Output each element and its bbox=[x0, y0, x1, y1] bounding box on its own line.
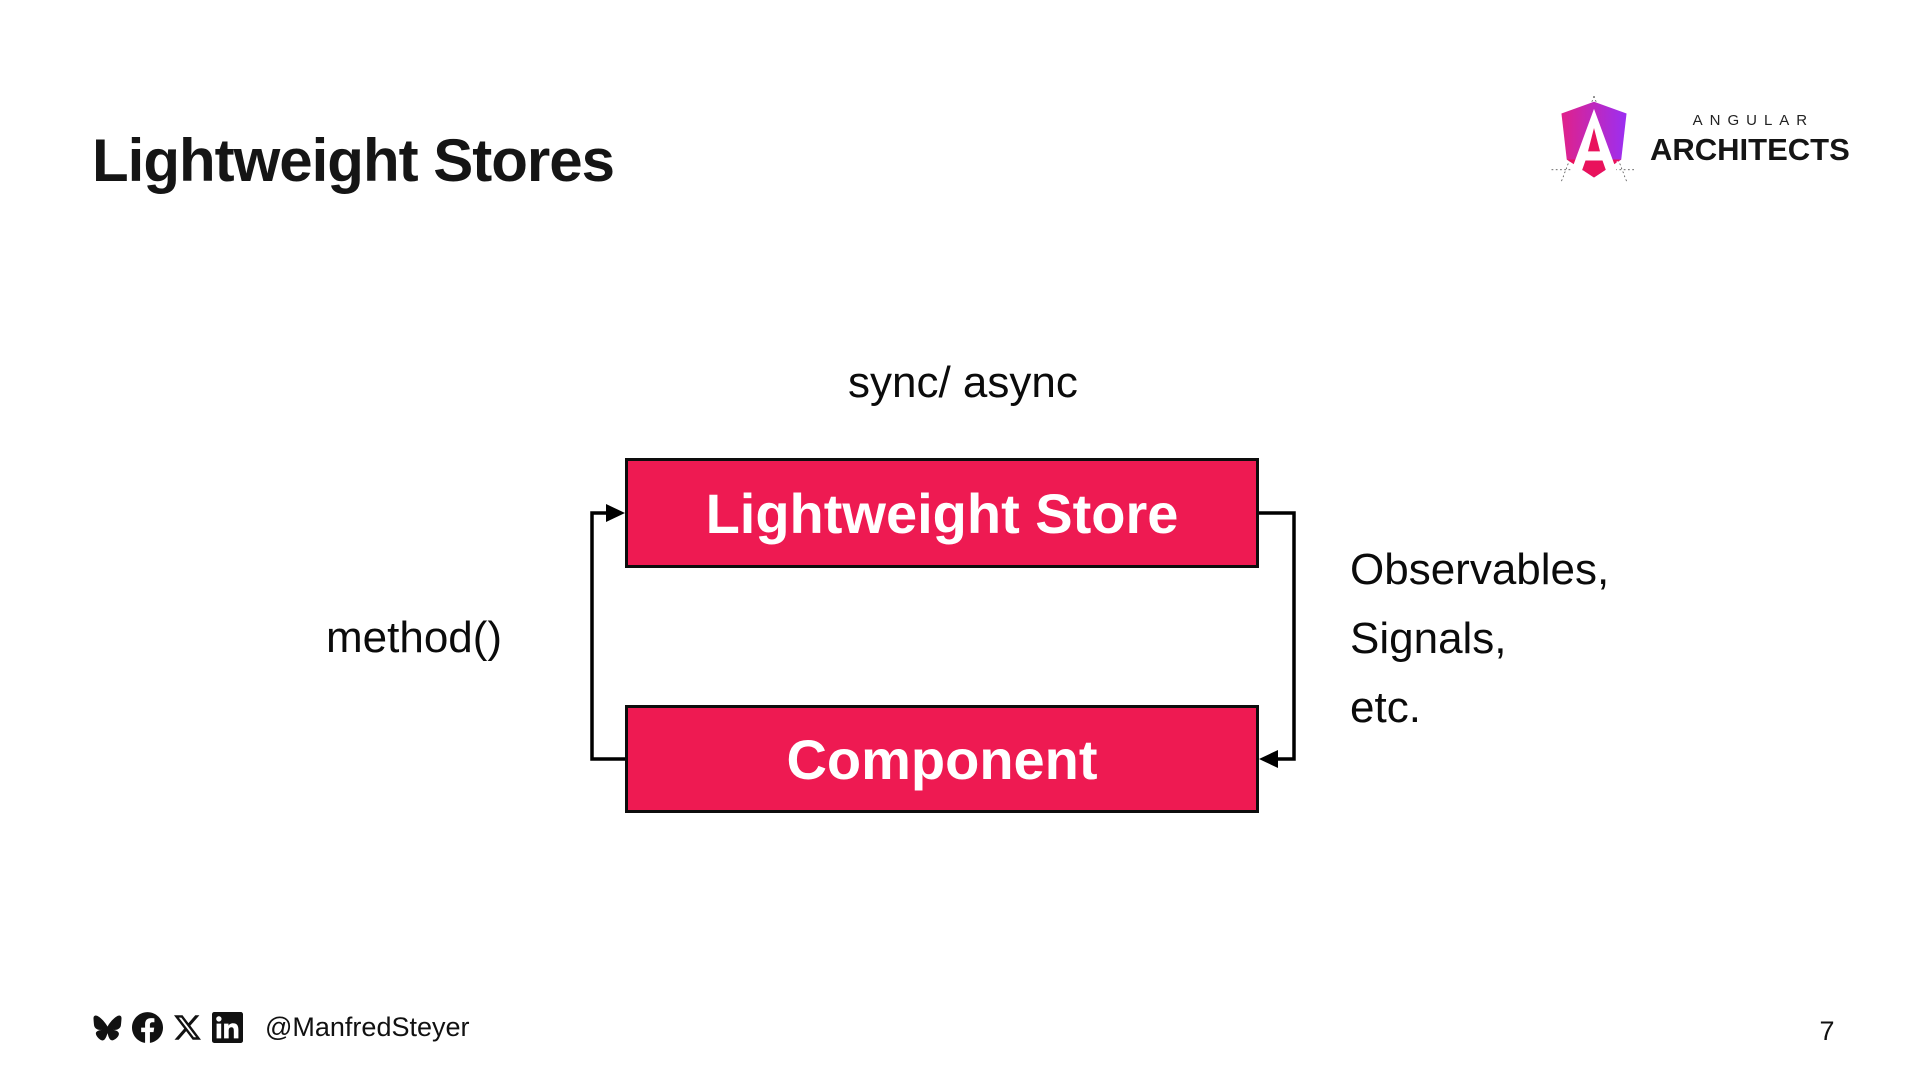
outputs-label: Observables, Signals, etc. bbox=[1350, 535, 1609, 742]
logo-wordmark: ANGULAR ARCHITECTS bbox=[1650, 112, 1850, 168]
logo-brand-top: ANGULAR bbox=[1692, 112, 1815, 129]
sync-async-label: sync/ async bbox=[848, 358, 1078, 407]
logo-brand-bottom: ARCHITECTS bbox=[1650, 132, 1850, 167]
outputs-label-line-3: etc. bbox=[1350, 683, 1421, 732]
outputs-label-line-2: Signals, bbox=[1350, 614, 1507, 663]
method-label: method() bbox=[326, 613, 503, 662]
left-connector-arrowhead-icon bbox=[606, 504, 625, 522]
bluesky-icon bbox=[93, 1015, 122, 1040]
footer: @ManfredSteyer bbox=[92, 1012, 470, 1043]
x-icon bbox=[174, 1015, 201, 1040]
right-connector-arrowhead-icon bbox=[1259, 750, 1278, 768]
outputs-label-line-1: Observables, bbox=[1350, 545, 1610, 594]
component-box: Component bbox=[625, 705, 1259, 813]
social-handle: @ManfredSteyer bbox=[265, 1012, 470, 1042]
angular-architects-logo: ANGULAR ARCHITECTS bbox=[1548, 86, 1850, 194]
facebook-icon bbox=[132, 1012, 163, 1043]
page-title: Lightweight Stores bbox=[92, 127, 615, 194]
lightweight-store-box: Lightweight Store bbox=[625, 458, 1259, 568]
page-number: 7 bbox=[1819, 1016, 1835, 1046]
linkedin-icon bbox=[212, 1012, 243, 1043]
right-connector-line bbox=[1259, 511, 1296, 761]
left-connector-line bbox=[590, 511, 625, 761]
angular-architects-shield-icon bbox=[1551, 95, 1637, 184]
